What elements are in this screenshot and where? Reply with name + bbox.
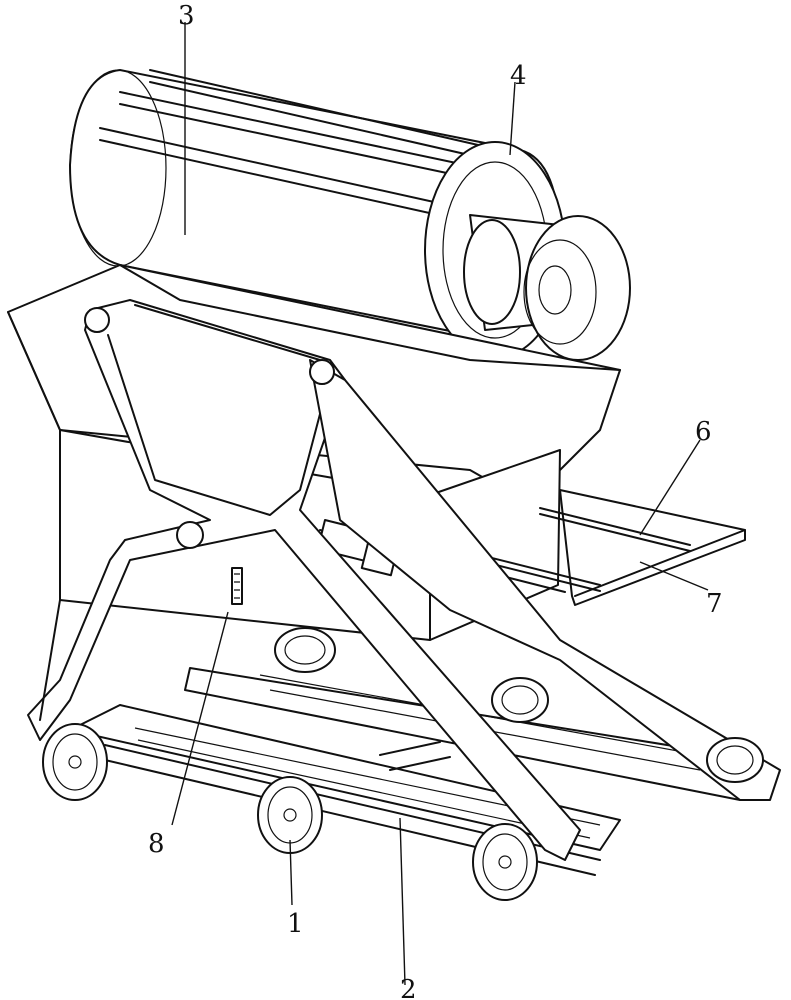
label-2: 2	[400, 975, 417, 1000]
label-3: 3	[178, 1, 195, 31]
wheel	[472, 823, 538, 901]
label-1: 1	[287, 909, 304, 939]
leader-lines	[171, 22, 709, 986]
wheel	[706, 737, 764, 783]
fan-assembly	[424, 141, 631, 361]
scale	[231, 567, 243, 605]
label-7: 7	[706, 589, 723, 619]
wheel	[274, 627, 336, 673]
wheel	[491, 677, 549, 723]
wheel	[257, 776, 323, 854]
label-6: 6	[695, 417, 712, 447]
label-8: 8	[148, 829, 165, 859]
wheel	[42, 723, 108, 801]
label-4: 4	[510, 61, 527, 91]
